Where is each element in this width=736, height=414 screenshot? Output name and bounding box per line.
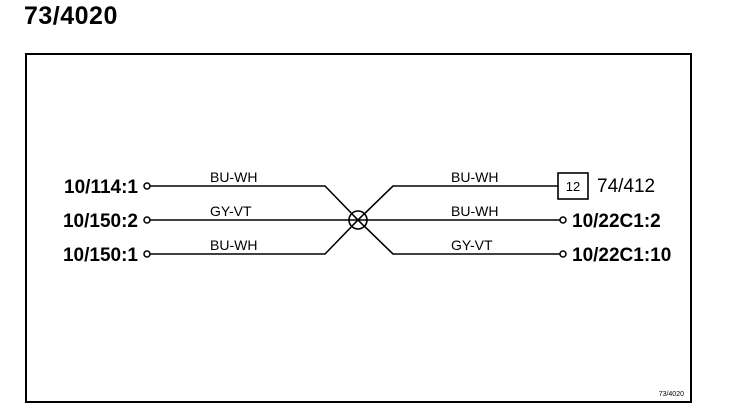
terminal-label-left-3: 10/150:1 — [63, 245, 138, 266]
wire-color-left-1: BU-WH — [210, 169, 257, 185]
wire-color-right-3: GY-VT — [451, 237, 493, 253]
terminal-left-2-icon — [143, 216, 151, 224]
wire-color-right-1: BU-WH — [451, 169, 498, 185]
wire-left-top — [150, 185, 359, 221]
terminal-left-1-icon — [143, 182, 151, 190]
page-title: 73/4020 — [24, 2, 118, 30]
wire-right-bottom — [357, 219, 560, 255]
terminal-left-3-icon — [143, 250, 151, 258]
connector-pin-box — [557, 172, 589, 200]
terminal-right-3-icon — [559, 250, 567, 258]
connector-pin-number: 12 — [566, 179, 580, 194]
terminal-label-right-2: 10/22C1:2 — [572, 211, 661, 232]
connector-name: 74/412 — [597, 176, 655, 197]
terminal-label-right-3: 10/22C1:10 — [572, 245, 671, 266]
splice-node-icon — [348, 210, 368, 230]
terminal-right-2-icon — [559, 216, 567, 224]
reference-code: 73/4020 — [659, 391, 684, 398]
wire-color-left-2: GY-VT — [210, 203, 252, 219]
terminal-label-left-2: 10/150:2 — [63, 211, 138, 232]
diagram-frame — [25, 53, 692, 403]
wire-right-top — [357, 185, 560, 221]
terminal-label-left-1: 10/114:1 — [64, 177, 138, 198]
wire-color-right-2: BU-WH — [451, 203, 498, 219]
wire-color-left-3: BU-WH — [210, 237, 257, 253]
wire-left-bottom — [150, 219, 359, 255]
